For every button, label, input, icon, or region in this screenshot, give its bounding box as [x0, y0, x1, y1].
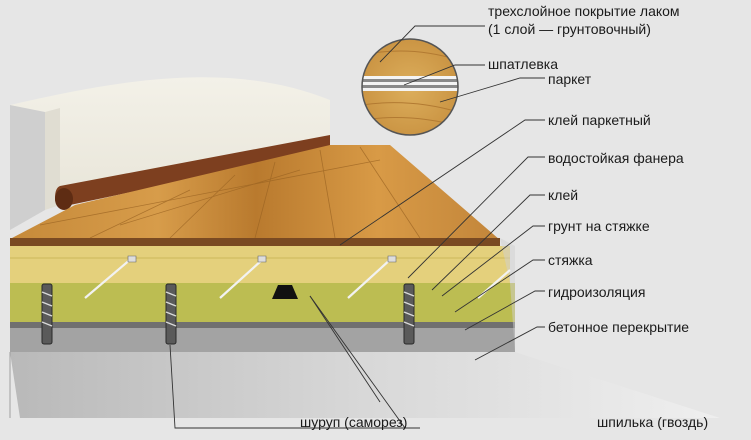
wall-left	[10, 105, 45, 230]
label-screed: стяжка	[548, 252, 593, 268]
label-screw: шуруп (саморез)	[300, 414, 408, 430]
label-primer: грунт на стяжке	[548, 218, 650, 234]
screed-layer	[10, 283, 515, 322]
detail-magnifier	[361, 38, 459, 136]
label-parquet: паркет	[548, 71, 592, 87]
parquet-edge	[10, 238, 500, 246]
label-putty: шпатлевка	[488, 56, 559, 72]
leader-lines	[169, 25, 545, 429]
slab-layer	[10, 328, 515, 352]
floor-below	[10, 352, 720, 418]
label-glue: клей	[548, 187, 579, 203]
label-plywood: водостойкая фанера	[548, 150, 684, 166]
label-lacquer-line1: трехслойное покрытие лаком	[488, 3, 680, 19]
label-lacquer-line2: (1 слой — грунтовочный)	[488, 21, 651, 37]
label-waterproofing: гидроизоляция	[548, 284, 646, 300]
label-slab: бетонное перекрытие	[548, 319, 690, 335]
label-parquet-glue: клей паркетный	[548, 112, 651, 128]
label-nail: шпилька (гвоздь)	[597, 414, 709, 430]
baseboard	[55, 135, 330, 207]
plywood-layer	[10, 246, 510, 283]
wall	[10, 77, 330, 195]
parquet-surface	[12, 145, 500, 240]
waterproofing-layer	[10, 322, 515, 328]
